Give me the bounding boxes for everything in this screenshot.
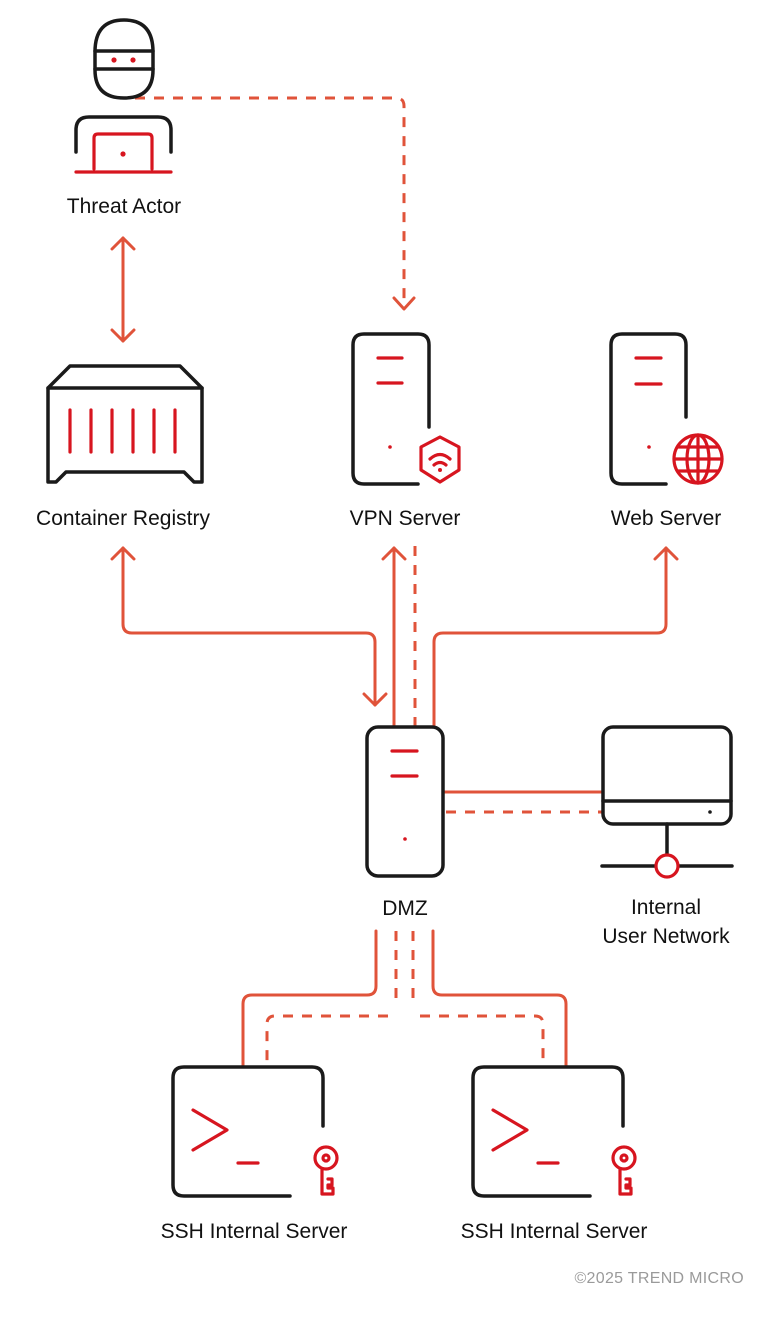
- node-label-ssh-server-1: SSH Internal Server: [160, 1220, 348, 1243]
- arrowhead-up-web-server: [653, 546, 679, 561]
- node-label-container-registry: Container Registry: [36, 507, 210, 530]
- edge-dmz-ssh-right-dashed: [420, 1014, 545, 1067]
- node-label-threat-actor: Threat Actor: [66, 195, 182, 218]
- server-globe-icon: [609, 332, 724, 486]
- arrowhead-up-vpn: [381, 546, 407, 561]
- node-label-internal-network: Internal User Network: [566, 893, 764, 951]
- node-label-vpn-server: VPN Server: [349, 507, 461, 530]
- server-icon: [365, 725, 445, 878]
- container-icon: [46, 364, 204, 484]
- arrowhead-down-vpn: [392, 296, 416, 311]
- arrowhead-up-threat-actor: [110, 236, 136, 251]
- terminal-key-icon: [471, 1065, 637, 1198]
- hacker-laptop-icon: [74, 18, 173, 174]
- edge-dmz-ssh-left-dashed: [265, 1014, 388, 1067]
- terminal-key-icon: [171, 1065, 339, 1198]
- server-shield-wifi-icon: [351, 332, 461, 486]
- node-label-ssh-server-2: SSH Internal Server: [460, 1220, 648, 1243]
- copyright-footer: ©2025 TREND MICRO: [574, 1270, 744, 1287]
- edge-dmz-ssh-left: [241, 929, 378, 1069]
- arrowhead-down-dmz: [362, 692, 388, 707]
- monitor-network-icon: [600, 725, 734, 879]
- node-label-dmz: DMZ: [382, 897, 428, 920]
- edge-threat-actor-to-vpn: [135, 96, 406, 300]
- node-label-internal-network-line1: Internal: [630, 896, 702, 919]
- edge-dmz-container-registry: [121, 546, 377, 707]
- edge-dmz-to-web-server: [432, 546, 668, 728]
- edge-dmz-ssh-right: [431, 929, 568, 1069]
- arrowhead-up-container-registry: [110, 546, 136, 561]
- arrowhead-down-container-registry: [110, 328, 136, 343]
- node-label-web-server: Web Server: [610, 507, 722, 530]
- node-label-internal-network-line2: User Network: [602, 925, 730, 948]
